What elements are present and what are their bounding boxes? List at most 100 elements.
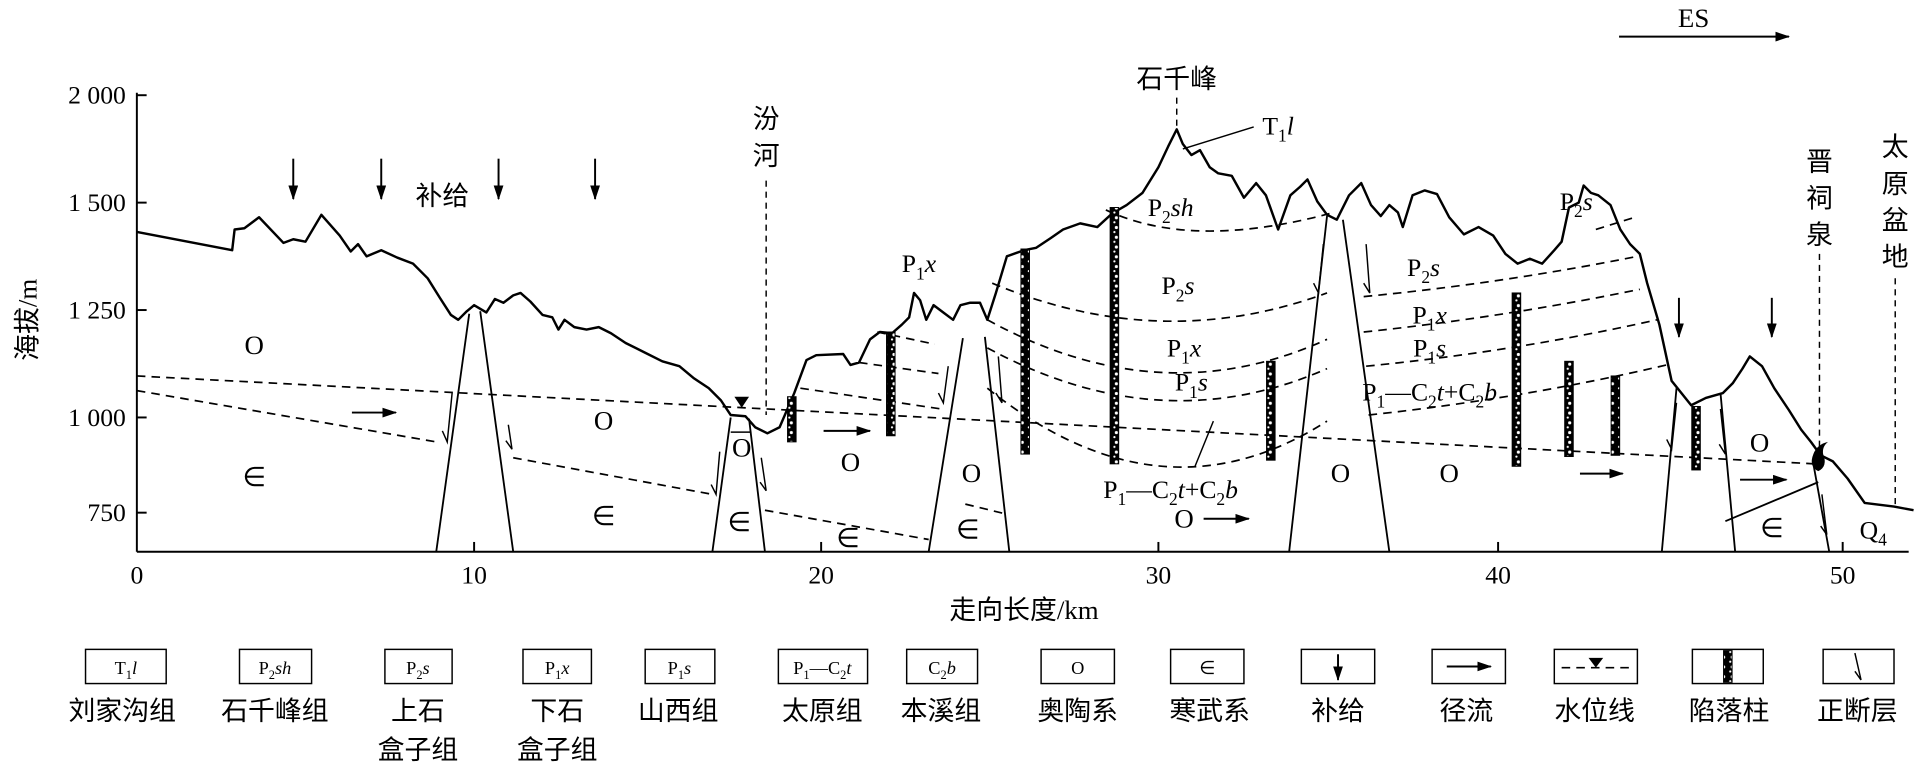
- legend-swatch: [644, 648, 716, 685]
- legend-swatch: [1431, 648, 1507, 685]
- p1s-label: P1s: [1175, 368, 1208, 402]
- code-part: s: [684, 658, 691, 678]
- code-part: x: [924, 249, 937, 278]
- fault-line: [1660, 388, 1678, 552]
- y-tick-label: 2 000: [68, 81, 126, 110]
- ordovician-label: O: [841, 447, 860, 477]
- p2sh-label: P2sh: [1148, 193, 1194, 227]
- code-part: C: [928, 658, 940, 678]
- water-level-marker-icon: [1588, 657, 1604, 668]
- code-part: P: [1407, 253, 1421, 282]
- stratum-boundary: [764, 509, 929, 541]
- stratum-boundary: [965, 503, 1006, 515]
- fault-line: [748, 418, 766, 552]
- code-part: 1: [678, 668, 684, 682]
- code-part: 1: [1118, 489, 1127, 509]
- legend-item-runoff: 径流: [1431, 648, 1507, 726]
- code-part: P: [1148, 193, 1162, 222]
- legend-item-recharge: 补给: [1300, 648, 1376, 726]
- ordovician-label: O: [732, 433, 751, 463]
- collapse-column-icon: [1723, 650, 1733, 683]
- code-part: 2: [1176, 285, 1185, 305]
- code-part: +C: [1185, 475, 1217, 504]
- code-part: 2: [1574, 201, 1583, 221]
- p1-c2-label: P1—C2t+C2b: [1103, 475, 1238, 509]
- y-tick-label: 1 500: [68, 188, 126, 217]
- fault-symbols: [441, 244, 1828, 536]
- ordovician-label: O: [1331, 458, 1350, 488]
- code-part: l: [1287, 111, 1294, 140]
- ordovician-label: O: [962, 458, 981, 488]
- ordovician-label: O: [1750, 428, 1769, 458]
- stratum-boundary: [986, 387, 1328, 468]
- code-part: P: [793, 658, 803, 678]
- code-part: P: [1362, 377, 1376, 406]
- collapse-column: [1266, 360, 1276, 461]
- legend-label: 奥陶系: [1037, 696, 1118, 726]
- spring-label-char: 泉: [1806, 220, 1833, 250]
- fault-line: [1812, 463, 1831, 552]
- normal-fault-icon: [1854, 652, 1862, 681]
- cambrian-label: ∈: [592, 501, 615, 531]
- water-table-line: [136, 375, 1815, 465]
- code-part: P: [1167, 333, 1181, 362]
- river-label-char: 河: [753, 141, 780, 171]
- code-part: P: [1413, 333, 1427, 362]
- legend-item-normal-fault: 正断层: [1817, 648, 1898, 726]
- legend-item-p2s: P2s 上石 盒子组: [378, 648, 459, 765]
- legend-label: 下石: [530, 696, 584, 726]
- legend-swatch: [905, 648, 979, 685]
- fault-line: [1719, 392, 1737, 552]
- direction-label: ES: [1678, 3, 1709, 33]
- legend-label: 太原组: [782, 696, 863, 726]
- code-part: P: [1161, 271, 1175, 300]
- p1x-label: P1x: [902, 249, 937, 283]
- collapse-column: [1610, 375, 1621, 456]
- code-part: 1: [1189, 382, 1198, 402]
- code-part: 1: [126, 668, 132, 682]
- normal-fault-icon: [1312, 244, 1325, 296]
- collapse-column: [1511, 292, 1522, 467]
- legend-swatch: [1300, 648, 1376, 685]
- code-part: b: [947, 658, 956, 678]
- axes: 2 000 1 500 1 250 1 000 750 海拔/m 0 10 20…: [13, 81, 1909, 625]
- p1s-label: P1s: [1413, 333, 1446, 367]
- basin-label-char: 太: [1882, 132, 1909, 162]
- legend: T1l 刘家沟组 P2sh 石千峰组 P2s 上石 盒子组 P1x 下石 盒子组…: [68, 648, 1898, 765]
- fault-line: [927, 337, 964, 552]
- code-part: P: [545, 658, 555, 678]
- ordovician-label: O: [594, 406, 613, 436]
- legend-swatch: [1691, 648, 1764, 685]
- legend-swatch: [522, 648, 593, 685]
- code-part: s: [1583, 187, 1593, 216]
- code-part: s: [1198, 368, 1208, 397]
- legend-code: P2s: [406, 658, 430, 682]
- legend-item-p1x: P1x 下石 盒子组: [517, 648, 598, 765]
- legend-code: P1s: [668, 658, 692, 682]
- legend-code: C2b: [928, 658, 956, 682]
- legend-label: 补给: [1311, 696, 1365, 726]
- code-part: x: [560, 658, 569, 678]
- runoff-arrows: [351, 407, 1788, 524]
- collapse-column: [1020, 248, 1030, 455]
- code-part: —C: [809, 658, 841, 678]
- code-part: 2: [1428, 392, 1437, 412]
- code-part: P: [406, 658, 416, 678]
- p2s-label: P2s: [1161, 271, 1194, 305]
- code-part: T: [115, 658, 126, 678]
- cambrian-label: ∈: [956, 514, 979, 544]
- x-tick-label: 40: [1485, 560, 1511, 589]
- legend-label: 石千峰组: [221, 696, 328, 726]
- normal-fault-icon: [1718, 408, 1727, 455]
- legend-label: 陷落柱: [1689, 696, 1770, 726]
- legend-item-water-level: 水位线: [1553, 648, 1639, 726]
- fault-line: [1342, 219, 1391, 552]
- water-level-marker-icon: [734, 396, 750, 408]
- cambrian-label: ∈: [836, 523, 859, 553]
- stratum-boundary: [986, 319, 1328, 374]
- legend-label: 盒子组: [378, 735, 459, 765]
- code-part: O: [1071, 658, 1084, 678]
- code-part: 1: [1181, 348, 1190, 368]
- legend-code: P1—C2t: [793, 658, 852, 682]
